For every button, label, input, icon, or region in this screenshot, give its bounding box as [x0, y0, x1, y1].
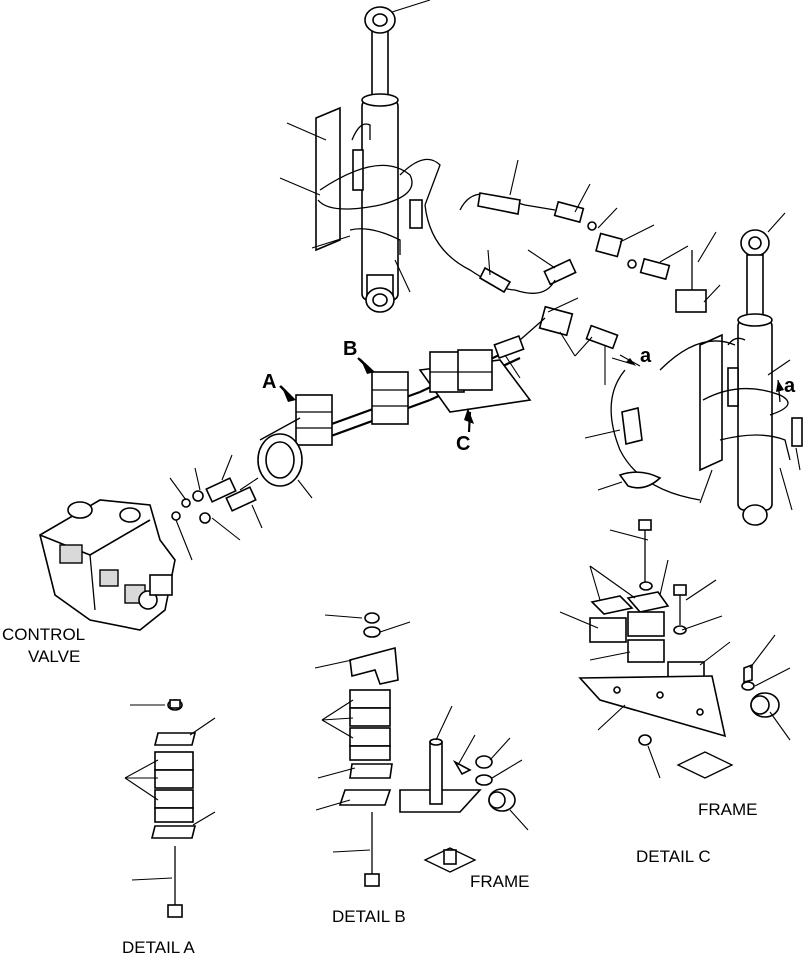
detail-b-label: DETAIL B: [332, 907, 406, 926]
band-clamp: [257, 417, 313, 499]
right-hoses: [584, 340, 736, 504]
center-tube-assembly: [295, 297, 641, 446]
left-cylinder-leaders: [279, 0, 431, 293]
callout-c-letter: C: [456, 433, 470, 455]
detail-b-bracket: [399, 705, 529, 873]
detail-c-clamp-assembly: [559, 519, 791, 779]
clamp-block-top-right: [675, 231, 721, 313]
top-hoses: [424, 159, 689, 294]
detail-c-label: DETAIL C: [636, 847, 711, 866]
detail-a-clamp-stack: [124, 699, 216, 918]
detail-b-clamp-stack: [314, 612, 411, 887]
frame-c-label: FRAME: [698, 800, 758, 819]
control-valve-label-line1: CONTROL: [2, 625, 85, 644]
control-valve-label-line2: VALVE: [28, 647, 80, 666]
left-hydraulic-cylinder: [315, 6, 441, 313]
callout-arrows: [279, 357, 784, 433]
frame-b-label: FRAME: [470, 872, 530, 891]
mark-a-right: a: [784, 375, 796, 397]
right-hydraulic-cylinder: [699, 212, 803, 526]
detail-a-label: DETAIL A: [122, 938, 195, 954]
callout-a-letter: A: [262, 371, 276, 393]
mark-a-center: a: [640, 345, 652, 367]
callout-b-letter: B: [343, 338, 357, 360]
valve-fittings: [169, 454, 263, 561]
control-valve: [39, 499, 176, 631]
